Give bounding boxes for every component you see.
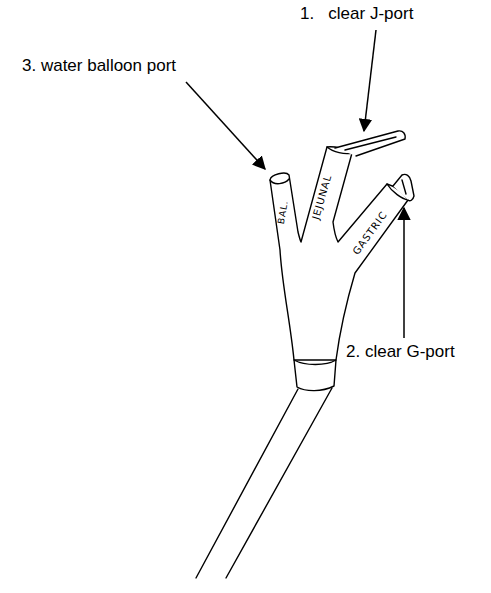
tube-shaft bbox=[196, 389, 298, 578]
callout-label: 3. water balloon port bbox=[22, 56, 176, 76]
tube-shaft bbox=[226, 388, 332, 578]
g-port-cap bbox=[393, 174, 414, 200]
tube-collar bbox=[294, 360, 336, 391]
callout-label: 1. clear J-port bbox=[300, 4, 413, 24]
leader-arrow bbox=[364, 30, 376, 131]
leader-arrow bbox=[186, 82, 265, 169]
j-port-cap-inner bbox=[345, 137, 396, 150]
g-port-cap-inner bbox=[402, 180, 406, 194]
balloon-port-cap bbox=[270, 179, 289, 184]
tube-hub bbox=[270, 147, 408, 360]
callout-label: 2. clear G-port bbox=[346, 342, 455, 362]
j-port-cap bbox=[335, 131, 405, 156]
leader-arrow bbox=[403, 208, 405, 338]
